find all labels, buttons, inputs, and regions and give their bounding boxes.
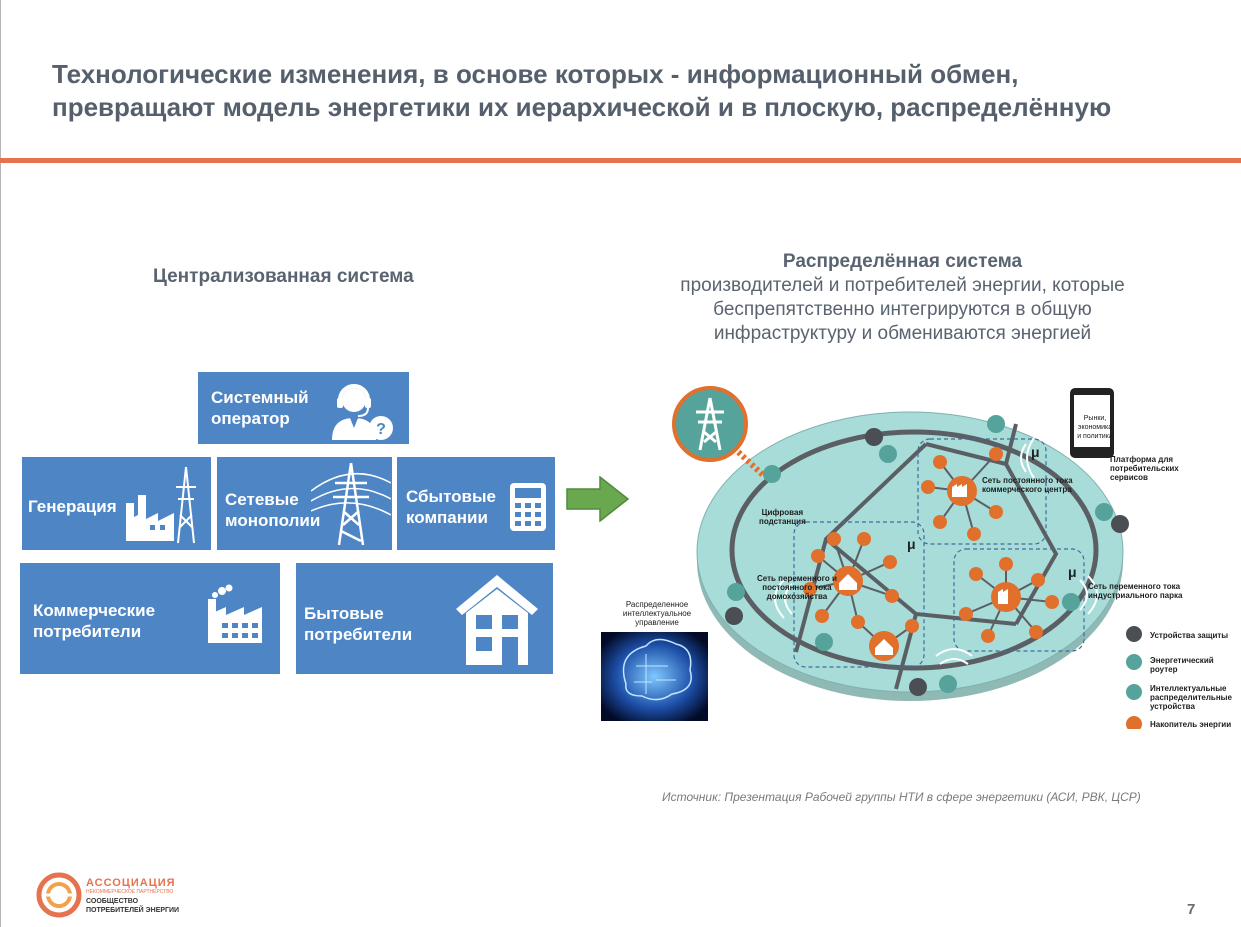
label-line: Платформа для bbox=[1110, 455, 1174, 464]
platform-label: Платформа для потребительских сервисов bbox=[1110, 455, 1179, 482]
association-logo-text: АССОЦИАЦИЯ НЕКОММЕРЧЕСКОЕ ПАРТНЕРСТВО СО… bbox=[86, 877, 180, 915]
left-border bbox=[0, 0, 1, 927]
box-label-line: потребители bbox=[33, 622, 142, 641]
label-line: Рынки, bbox=[1083, 415, 1107, 422]
distributed-system-title: Распределённая система bbox=[782, 251, 1023, 272]
page-title-line-1: Технологические изменения, в основе кото… bbox=[52, 59, 1019, 89]
phone-label: Рынки, экономика и политика bbox=[1075, 414, 1115, 441]
centralized-system-title: Централизованная система bbox=[153, 266, 414, 287]
mu-symbol: μ bbox=[1031, 444, 1040, 460]
distributed-control-label: Распределенное интеллектуальное управлен… bbox=[612, 600, 702, 627]
label-line: постоянного тока bbox=[762, 583, 832, 592]
box-label-line: монополии bbox=[225, 511, 321, 530]
mu-symbol: μ bbox=[1068, 564, 1077, 580]
distributed-subtitle-line: инфраструктуру и обмениваются энергией bbox=[713, 323, 1092, 344]
box-grid-monopolies: Сетевые монополии bbox=[217, 457, 392, 550]
legend-text: распределительные bbox=[1150, 693, 1232, 702]
box-label-line: Сетевые bbox=[225, 490, 299, 509]
box-commercial-consumers: Коммерческие потребители bbox=[20, 563, 280, 674]
box-label-line: потребители bbox=[304, 625, 413, 644]
box-sales-companies: Сбытовые компании bbox=[397, 457, 555, 550]
association-logo-icon bbox=[36, 872, 82, 918]
power-plant-tower-icon bbox=[126, 466, 196, 544]
box-system-operator: Системный оператор ? bbox=[198, 372, 409, 444]
box-household-consumers: Бытовые потребители bbox=[296, 563, 553, 674]
label-line: коммерческого центра bbox=[982, 485, 1072, 494]
legend-text: Устройства защиты bbox=[1150, 631, 1229, 640]
legend-text: роутер bbox=[1150, 665, 1178, 674]
calculator-icon bbox=[510, 483, 546, 531]
logo-name: АССОЦИАЦИЯ bbox=[86, 877, 176, 889]
box-label-line: Коммерческие bbox=[33, 601, 156, 620]
distributed-network-diagram: μ μ μ bbox=[601, 386, 1142, 729]
operator-headset-icon: ? bbox=[332, 384, 393, 440]
legend-protection: Устройства защиты bbox=[1150, 631, 1228, 640]
transition-arrow-icon bbox=[566, 476, 630, 522]
label-line: индустриального парка bbox=[1088, 591, 1183, 600]
legend-protection-icon bbox=[1126, 626, 1142, 642]
logo-line: ПОТРЕБИТЕЛЕЙ ЭНЕРГИИ bbox=[86, 907, 180, 914]
label-line: Сеть постоянного тока bbox=[982, 476, 1073, 485]
network-ring bbox=[729, 429, 1099, 671]
industrial-zone bbox=[953, 548, 1085, 652]
label-line: домохозяйства bbox=[766, 592, 828, 601]
dc-commercial-zone bbox=[917, 438, 1047, 545]
legend-storage: Накопитель энергии bbox=[1150, 720, 1231, 729]
mu-symbol: μ bbox=[907, 536, 916, 552]
legend-storage-icon bbox=[1126, 716, 1142, 729]
label-line: сервисов bbox=[1110, 473, 1148, 482]
house-icon bbox=[456, 575, 538, 665]
label-line: экономика bbox=[1077, 424, 1113, 431]
label-line: Распределенное bbox=[625, 600, 689, 609]
digital-substation-label: Цифровая подстанция bbox=[759, 508, 806, 526]
label-line: подстанция bbox=[759, 517, 806, 526]
factory-icon bbox=[208, 584, 262, 643]
logo-tagline: НЕКОММЕРЧЕСКОЕ ПАРТНЕРСТВО bbox=[86, 889, 174, 895]
box-label-line: компании bbox=[406, 508, 488, 527]
legend-smart-device-icon bbox=[1126, 684, 1142, 700]
label-line: Сеть переменного и bbox=[757, 574, 837, 583]
legend-smart-devices: Интеллектуальные распределительные устро… bbox=[1150, 684, 1232, 711]
label-line: потребительских bbox=[1110, 464, 1179, 473]
label-line: интеллектуальное bbox=[622, 609, 692, 618]
box-label-line: оператор bbox=[211, 409, 290, 428]
box-label-line: Системный bbox=[211, 388, 309, 407]
source-note: Источник: Презентация Рабочей группы НТИ… bbox=[662, 790, 1141, 804]
household-network-label: Сеть переменного и постоянного тока домо… bbox=[757, 574, 837, 601]
legend-text: Интеллектуальные bbox=[1150, 684, 1227, 693]
distributed-system-heading: Распределённая система производителей и … bbox=[630, 250, 1175, 346]
label-line: управление bbox=[635, 618, 679, 627]
household-zone bbox=[793, 521, 925, 668]
legend-text: Накопитель энергии bbox=[1150, 720, 1232, 729]
brain-image bbox=[601, 632, 708, 721]
legend-router: Энергетический роутер bbox=[1150, 656, 1214, 674]
distributed-subtitle-line: беспрепятственно интегрируются в общую bbox=[713, 299, 1092, 320]
box-label-line: Генерация bbox=[28, 497, 117, 516]
box-label-line: Сбытовые bbox=[406, 487, 496, 506]
page-title: Технологические изменения, в основе кото… bbox=[52, 58, 1212, 124]
title-divider bbox=[0, 158, 1241, 163]
legend-router-icon bbox=[1126, 654, 1142, 670]
label-line: Цифровая bbox=[761, 508, 804, 517]
transmission-tower-circle bbox=[672, 386, 748, 462]
box-label-line: Бытовые bbox=[304, 604, 384, 623]
legend-text: устройства bbox=[1150, 702, 1195, 711]
svg-text:?: ? bbox=[376, 421, 386, 438]
label-line: и политика bbox=[1077, 433, 1113, 440]
dc-commercial-label: Сеть постоянного тока коммерческого цент… bbox=[982, 476, 1073, 494]
transmission-tower-icon bbox=[311, 462, 391, 546]
box-generation: Генерация bbox=[22, 457, 211, 550]
industrial-network-label: Сеть переменного тока индустриального па… bbox=[1088, 582, 1182, 600]
page-number: 7 bbox=[1187, 901, 1196, 918]
network-ellipse bbox=[696, 411, 1124, 693]
legend-text: Энергетический bbox=[1150, 656, 1214, 665]
page-title-line-2: превращают модель энергетики их иерархич… bbox=[52, 92, 1112, 122]
logo-line: СООБЩЕСТВО bbox=[86, 898, 139, 905]
distributed-subtitle-line: производителей и потребителей энергии, к… bbox=[680, 275, 1125, 296]
label-line: Сеть переменного тока bbox=[1088, 582, 1181, 591]
